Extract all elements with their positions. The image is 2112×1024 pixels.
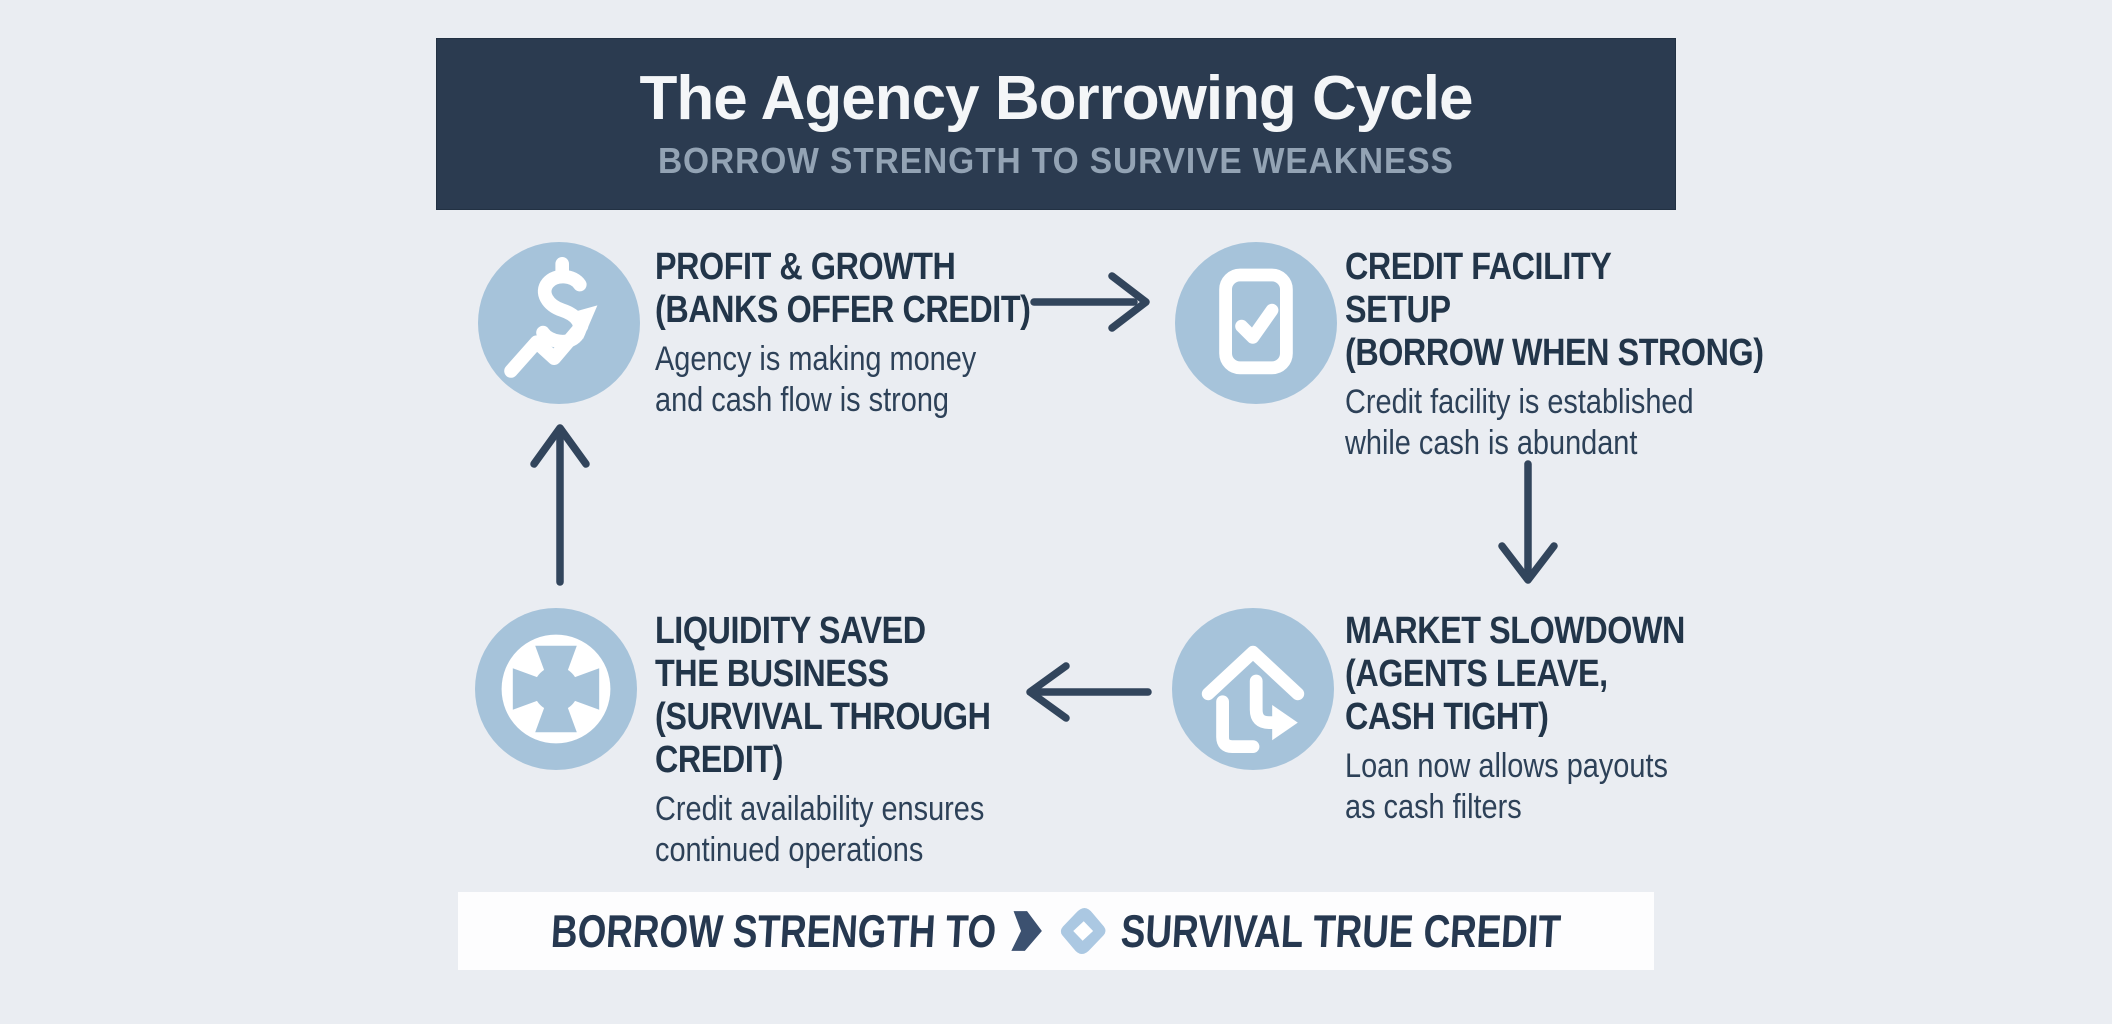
footer-text-right: SURVIVAL TRUE CREDIT: [1119, 905, 1563, 957]
diamond-icon: [1057, 906, 1109, 956]
node-title: PROFIT & GROWTH: [655, 246, 956, 288]
profit-growth-circle: [478, 242, 640, 404]
profit-growth-text: PROFIT & GROWTH (BANKS OFFER CREDIT) Age…: [655, 246, 1097, 421]
node-subtitle: (BORROW WHEN STRONG): [1345, 332, 1764, 374]
dollar-trend-icon: [504, 257, 598, 378]
credit-facility-circle: [1175, 242, 1337, 404]
arrow-right-icon: [1030, 272, 1150, 332]
liquidity-saved-text: LIQUIDITY SAVED THE BUSINESS (SURVIVAL T…: [655, 610, 1050, 871]
node-title: CREDIT FACILITY SETUP: [1345, 246, 1612, 331]
liquidity-saved-circle: [475, 608, 637, 770]
arrow-down-icon: [1498, 460, 1558, 584]
node-subtitle: (AGENTS LEAVE, CASH TIGHT): [1345, 653, 1608, 738]
node-description: Agency is making money and cash flow is …: [655, 340, 977, 419]
market-slowdown-circle: [1172, 608, 1334, 770]
page-title: The Agency Borrowing Cycle: [639, 64, 1474, 133]
node-title: MARKET SLOWDOWN: [1345, 610, 1685, 652]
node-description: Loan now allows payouts as cash filters: [1345, 747, 1668, 826]
footer-text-left: BORROW STRENGTH TO: [549, 905, 998, 957]
market-slowdown-text: MARKET SLOWDOWN (AGENTS LEAVE, CASH TIGH…: [1345, 610, 1745, 828]
footer-banner: BORROW STRENGTH TO SURVIVAL TRUE CREDIT: [458, 892, 1654, 970]
lifebuoy-icon: [501, 634, 611, 744]
page-subtitle: BORROW STRENGTH TO SURVIVE WEAKNESS: [658, 140, 1454, 181]
chevron-right-icon: [1008, 905, 1048, 957]
arrow-left-icon: [1026, 662, 1152, 722]
house-arrow-icon: [1201, 645, 1305, 753]
node-title: LIQUIDITY SAVED THE BUSINESS: [655, 610, 926, 695]
node-subtitle: (SURVIVAL THROUGH CREDIT): [655, 696, 991, 781]
node-description: Credit facility is established while cas…: [1345, 383, 1694, 462]
credit-facility-text: CREDIT FACILITY SETUP (BORROW WHEN STRON…: [1345, 246, 1837, 464]
header-banner: The Agency Borrowing Cycle BORROW STRENG…: [436, 38, 1676, 210]
node-description: Credit availability ensures continued op…: [655, 790, 985, 869]
tablet-check-icon: [1219, 268, 1293, 375]
node-subtitle: (BANKS OFFER CREDIT): [655, 289, 1031, 331]
footer-row: BORROW STRENGTH TO SURVIVAL TRUE CREDIT: [550, 905, 1562, 957]
arrow-up-icon: [530, 424, 590, 586]
